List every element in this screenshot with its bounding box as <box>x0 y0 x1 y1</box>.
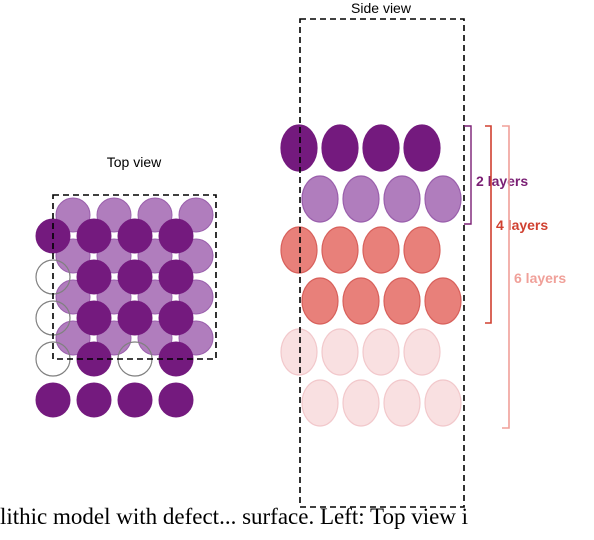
layer-brackets: 2 layers 4 layers 6 layers <box>464 125 566 429</box>
top-view-dark-atom <box>158 382 194 418</box>
side-view-atom-layer-1 <box>362 124 400 172</box>
top-view-frame <box>52 194 217 360</box>
top-view-title: Top view <box>107 154 162 170</box>
side-view-title: Side view <box>351 0 412 16</box>
top-view-dark-atom <box>117 300 153 336</box>
bracket-2-layers: 2 layers <box>464 125 528 225</box>
bracket-4-layers: 4 layers <box>485 125 548 324</box>
side-view-atom-layer-4 <box>301 277 339 325</box>
side-view-atom-layer-4 <box>342 277 380 325</box>
top-view-dark-atom <box>158 259 194 295</box>
top-view-dark-atom <box>76 300 112 336</box>
caption-text: lithic model with defect... surface. Lef… <box>0 504 469 529</box>
side-view-atom-layer-5 <box>362 328 400 376</box>
bracket-label-4-layers: 4 layers <box>496 217 548 233</box>
side-view-atom-layer-6 <box>342 379 380 427</box>
side-view-atom-layer-3 <box>321 226 359 274</box>
top-view-dark-atom <box>117 382 153 418</box>
side-view-atom-layer-5 <box>321 328 359 376</box>
side-view-atom-layer-4 <box>424 277 462 325</box>
top-view-panel: Top view <box>35 154 217 418</box>
side-view-layers <box>280 124 462 427</box>
side-view-atom-layer-2 <box>301 175 339 223</box>
side-view-atom-layer-2 <box>383 175 421 223</box>
side-view-atom-layer-4 <box>383 277 421 325</box>
side-view-atom-layer-6 <box>383 379 421 427</box>
top-view-vacancy <box>117 341 153 377</box>
top-view-dark-atom <box>76 218 112 254</box>
top-view-dark-atom <box>117 218 153 254</box>
bracket-label-6-layers: 6 layers <box>514 270 566 286</box>
side-view-atom-layer-6 <box>301 379 339 427</box>
top-view-dark-atom <box>117 259 153 295</box>
top-view-dark-layer <box>35 218 194 418</box>
side-view-panel: Side view <box>280 0 465 508</box>
side-view-atom-layer-5 <box>280 328 318 376</box>
side-view-atom-layer-2 <box>424 175 462 223</box>
side-view-atom-layer-2 <box>342 175 380 223</box>
top-view-dark-atom <box>76 259 112 295</box>
figure-caption: lithic model with defect... surface. Lef… <box>0 500 594 540</box>
side-view-atom-layer-5 <box>403 328 441 376</box>
side-view-atom-layer-3 <box>362 226 400 274</box>
bracket-label-2-layers: 2 layers <box>476 173 528 189</box>
side-view-atom-layer-3 <box>403 226 441 274</box>
top-view-dark-atom <box>158 218 194 254</box>
side-view-atom-layer-3 <box>280 226 318 274</box>
bracket-6-layers: 6 layers <box>502 125 566 429</box>
top-view-dark-atom <box>35 382 71 418</box>
side-view-frame <box>299 18 465 508</box>
side-view-atom-layer-1 <box>280 124 318 172</box>
side-view-atom-layer-1 <box>403 124 441 172</box>
top-view-dark-atom <box>158 300 194 336</box>
side-view-atom-layer-6 <box>424 379 462 427</box>
top-view-dark-atom <box>76 382 112 418</box>
side-view-atom-layer-1 <box>321 124 359 172</box>
